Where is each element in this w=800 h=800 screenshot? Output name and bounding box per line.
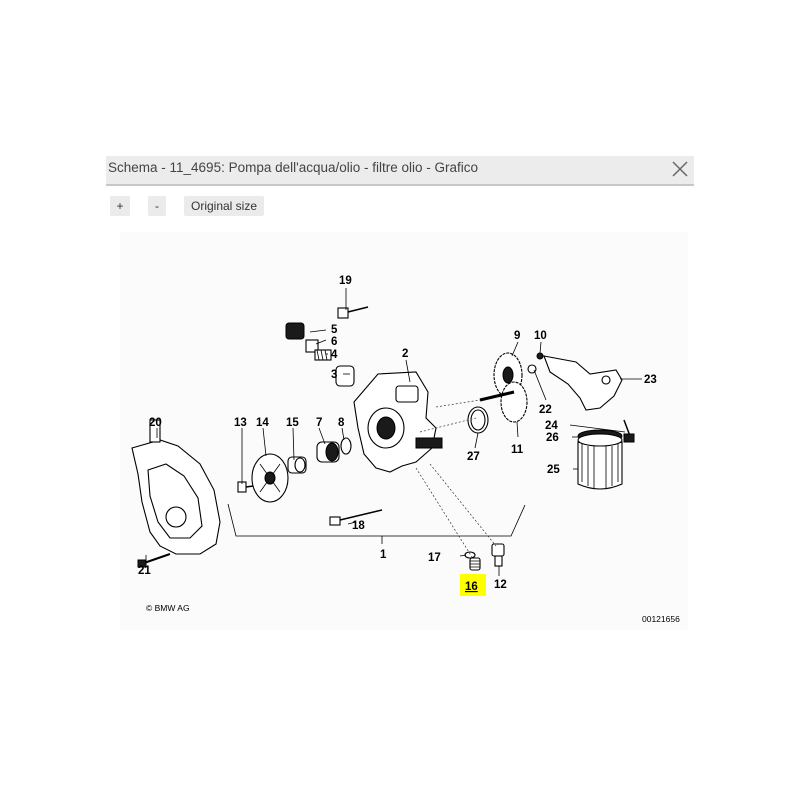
part-18-bolt: [329, 509, 383, 526]
leader-lines: [145, 288, 642, 576]
part-15-bushing: [287, 456, 307, 474]
callout-22: 22: [539, 404, 552, 416]
callout-7: 7: [316, 417, 322, 429]
callout-3: 3: [331, 369, 337, 381]
callout-13: 13: [234, 417, 247, 429]
callout-5: 5: [331, 324, 338, 336]
callout-2: 2: [402, 348, 408, 360]
callout-4: 4: [331, 349, 338, 361]
callout-14: 14: [256, 417, 269, 429]
zoom-in-button[interactable]: +: [110, 196, 130, 216]
callout-27: 27: [467, 451, 480, 463]
callout-24: 24: [545, 420, 558, 432]
dialog-header: Schema - 11_4695: Pompa dell'acqua/olio …: [106, 156, 694, 186]
close-icon[interactable]: [670, 159, 690, 179]
parts-diagram: 19 5 6 4 3 2 20 13 14 15 7 8 9 10 23 22 …: [131, 275, 680, 624]
callout-19: 19: [339, 275, 352, 287]
callout-8: 8: [338, 417, 345, 429]
part-14-impeller: [251, 453, 289, 503]
part-8-ring: [340, 437, 352, 455]
highlight-box-16: [460, 574, 486, 596]
part-10-nut: [536, 352, 544, 360]
part-3-piston: [335, 365, 355, 387]
callout-labels: 19 5 6 4 3 2 20 13 14 15 7 8 9 10 23 22 …: [138, 275, 657, 596]
callout-6: 6: [331, 336, 337, 348]
callout-15: 15: [286, 417, 299, 429]
callout-21: 21: [138, 565, 151, 577]
part-6-spring: [305, 339, 319, 353]
callout-26: 26: [546, 432, 559, 444]
diagram-canvas: 19 5 6 4 3 2 20 13 14 15 7 8 9 10 23 22 …: [120, 232, 688, 630]
callout-1: 1: [380, 549, 387, 561]
part-20-cover: [131, 419, 221, 555]
callout-25: 25: [547, 464, 560, 476]
part-16-plug: [469, 557, 481, 571]
part-24-bolt: [623, 419, 635, 443]
part-21-screw: [137, 553, 171, 568]
callout-16[interactable]: 16: [465, 581, 478, 593]
callout-20: 20: [149, 417, 162, 429]
callout-18: 18: [352, 520, 365, 532]
original-size-button[interactable]: Original size: [184, 196, 264, 216]
assembly-bracket: [227, 503, 526, 544]
part-17-washer: [464, 551, 476, 559]
part-2-pump-housing: [353, 371, 443, 473]
zoom-out-button[interactable]: -: [148, 196, 166, 216]
part-12-screw: [491, 543, 505, 567]
copyright-label: © BMW AG: [146, 603, 190, 613]
part-5-plug: [285, 322, 305, 340]
drawing-number: 00121656: [642, 614, 680, 624]
callout-9: 9: [514, 330, 520, 342]
callout-11: 11: [511, 444, 524, 456]
callout-23: 23: [644, 374, 657, 386]
part-4-spring: [314, 349, 332, 361]
part-25-oil-filter: [577, 433, 623, 490]
part-23-bracket: [543, 355, 623, 411]
part-11-shaft-gear: [479, 381, 528, 423]
callout-10: 10: [534, 330, 547, 342]
callout-17: 17: [428, 552, 441, 564]
callout-12: 12: [494, 579, 507, 591]
part-27-o-ring: [467, 406, 489, 434]
part-19-bolt: [337, 306, 369, 319]
part-7-seal: [316, 441, 340, 463]
dialog-title: Schema - 11_4695: Pompa dell'acqua/olio …: [108, 160, 479, 175]
